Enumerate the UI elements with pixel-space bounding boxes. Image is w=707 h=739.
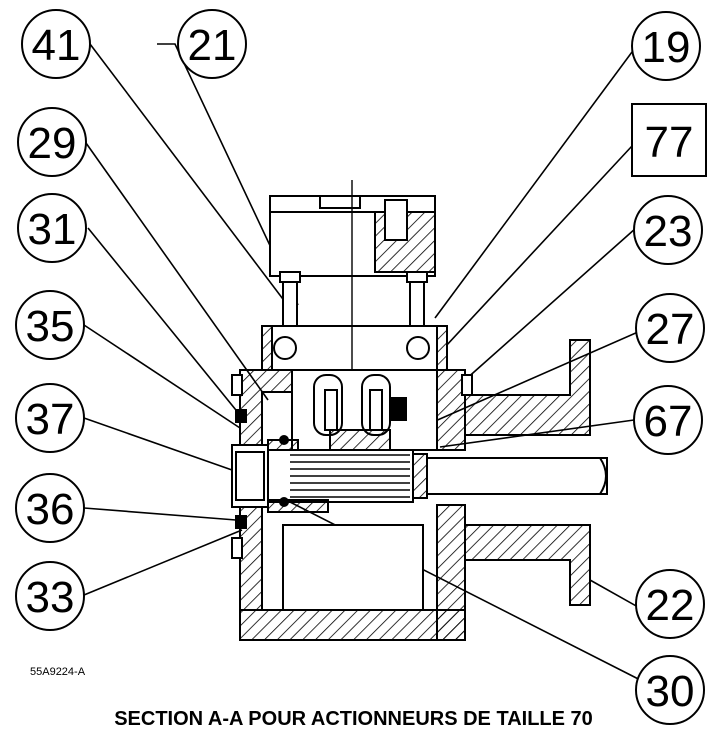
svg-text:36: 36 [26,485,75,534]
section-caption: SECTION A-A POUR ACTIONNEURS DE TAILLE 7… [114,708,593,730]
callout-67: 67 [633,385,703,455]
svg-text:27: 27 [646,305,695,354]
callout-31: 31 [17,193,87,263]
tie-bolts [279,271,428,331]
callout-21: 21 [177,9,247,79]
svg-text:35: 35 [26,302,75,351]
lever-assembly [291,369,438,453]
callout-33: 33 [15,561,85,631]
mounting-flange [464,339,591,606]
leader-lines [83,43,661,691]
svg-text:77: 77 [645,118,694,167]
actuator-assembly [231,180,608,641]
splined-shaft [231,439,608,513]
svg-text:22: 22 [646,581,695,630]
callout-41: 41 [21,9,91,79]
svg-text:30: 30 [646,667,695,716]
callout-23: 23 [633,195,703,265]
callout-19: 19 [631,11,701,81]
callout-77: 77 [631,103,707,177]
svg-text:31: 31 [28,205,77,254]
svg-text:29: 29 [28,119,77,168]
callout-22: 22 [635,569,705,639]
callout-27: 27 [635,293,705,363]
svg-text:37: 37 [26,395,75,444]
svg-text:33: 33 [26,573,75,622]
svg-text:21: 21 [188,21,237,70]
drawing-id: 55A9224-A [30,666,86,678]
callout-29: 29 [17,107,87,177]
callout-36: 36 [15,473,85,543]
callout-30: 30 [635,655,705,725]
callout-37: 37 [15,383,85,453]
svg-text:67: 67 [644,397,693,446]
callout-35: 35 [15,290,85,360]
svg-text:23: 23 [644,207,693,256]
housing [231,369,473,641]
yoke-plate [261,325,448,371]
svg-text:19: 19 [642,23,691,72]
seals [235,409,289,529]
svg-text:41: 41 [32,21,81,70]
